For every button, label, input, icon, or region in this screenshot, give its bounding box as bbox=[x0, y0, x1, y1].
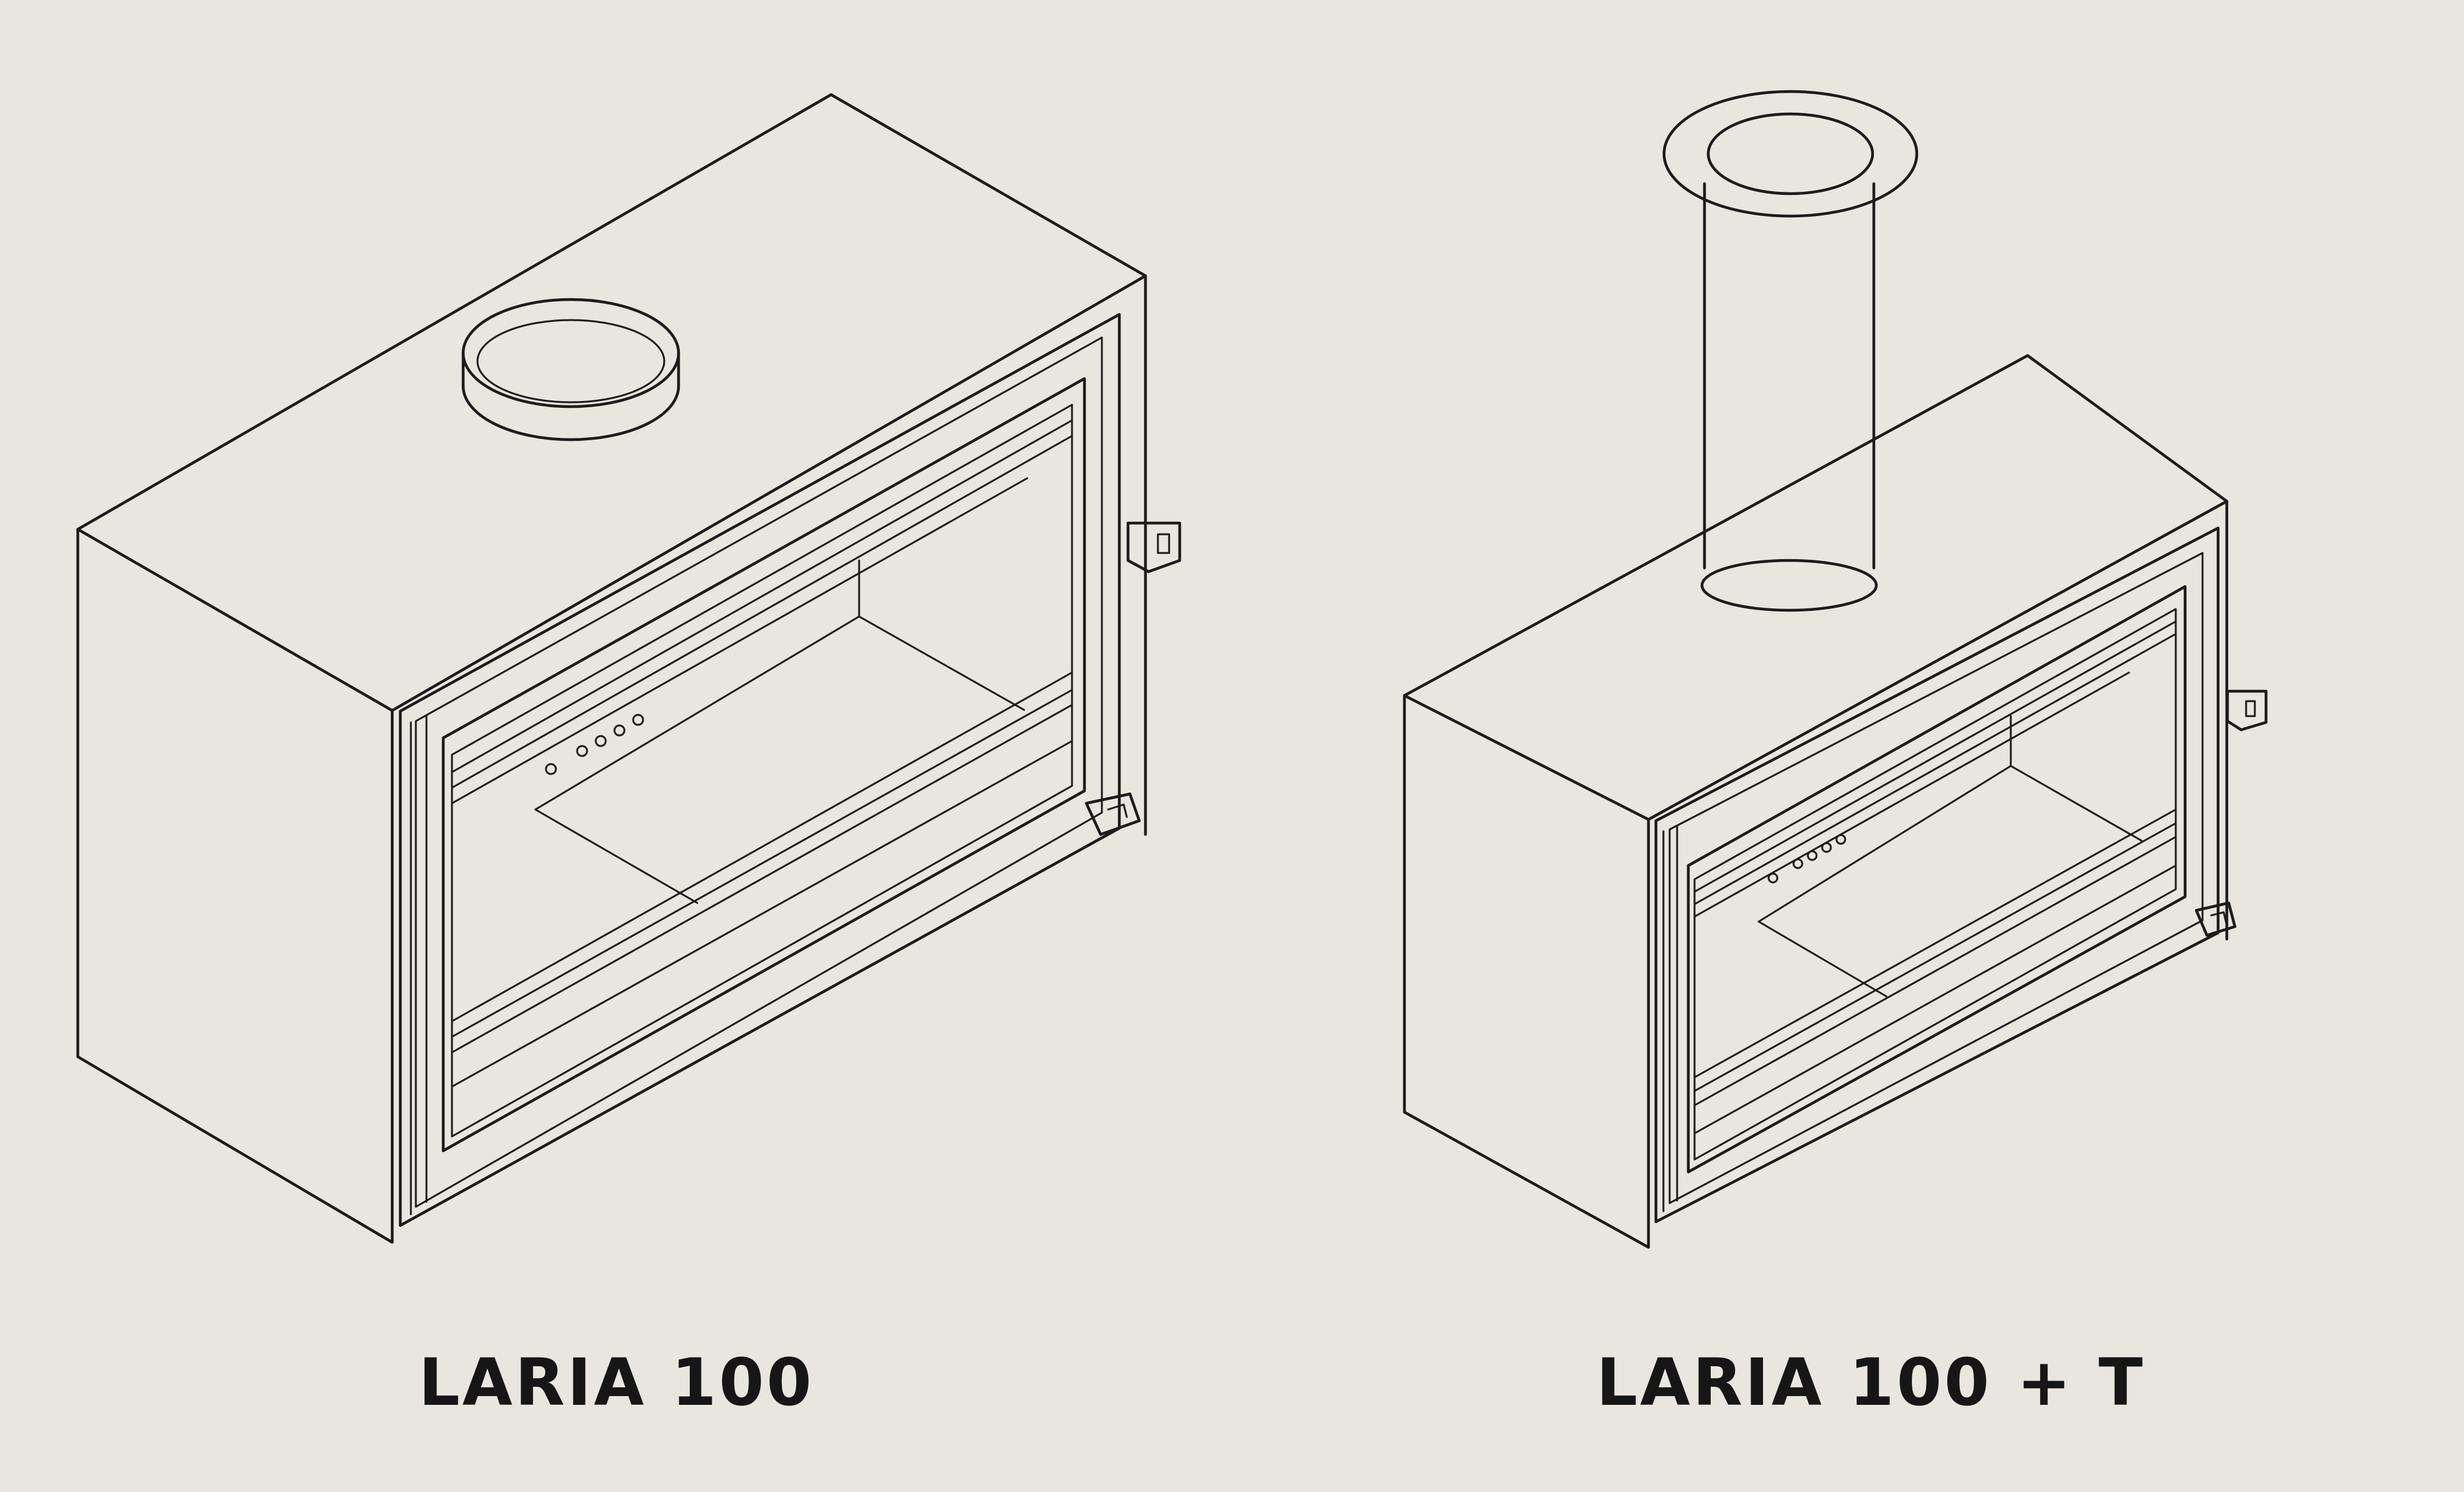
baffle-bar bbox=[451, 419, 1073, 805]
door-hinge-top bbox=[1126, 521, 1182, 574]
door-hinge-bottom bbox=[2194, 901, 2237, 937]
stove-left-face bbox=[76, 527, 394, 1244]
air-vents bbox=[545, 714, 644, 775]
door-hinge-top bbox=[2226, 689, 2268, 732]
bottom-rail bbox=[1693, 808, 2177, 1135]
laria-100-t-drawing bbox=[1403, 90, 2268, 1249]
stove-left-face bbox=[1403, 694, 1650, 1249]
flue-pipe bbox=[1662, 90, 1919, 612]
baffle-bar bbox=[1693, 620, 2177, 918]
air-vents bbox=[1767, 834, 1846, 884]
bottom-rail bbox=[451, 671, 1073, 1088]
product-caption-laria-100: LARIA 100 bbox=[418, 1344, 814, 1420]
product-caption-laria-100-t: LARIA 100 + T bbox=[1596, 1344, 2145, 1420]
firebox-back bbox=[1757, 715, 2143, 998]
flue-collar bbox=[461, 298, 680, 441]
door-frame-inner bbox=[415, 336, 1103, 1208]
door-frame-inner bbox=[1668, 552, 2204, 1204]
laria-100-drawing bbox=[76, 93, 1182, 1244]
door-frame-outer bbox=[398, 313, 1121, 1227]
firebox-back bbox=[534, 559, 1025, 811]
glass-window bbox=[1686, 585, 2187, 1174]
door-hinge-bottom bbox=[1084, 792, 1141, 836]
glass-window bbox=[441, 377, 1086, 1153]
